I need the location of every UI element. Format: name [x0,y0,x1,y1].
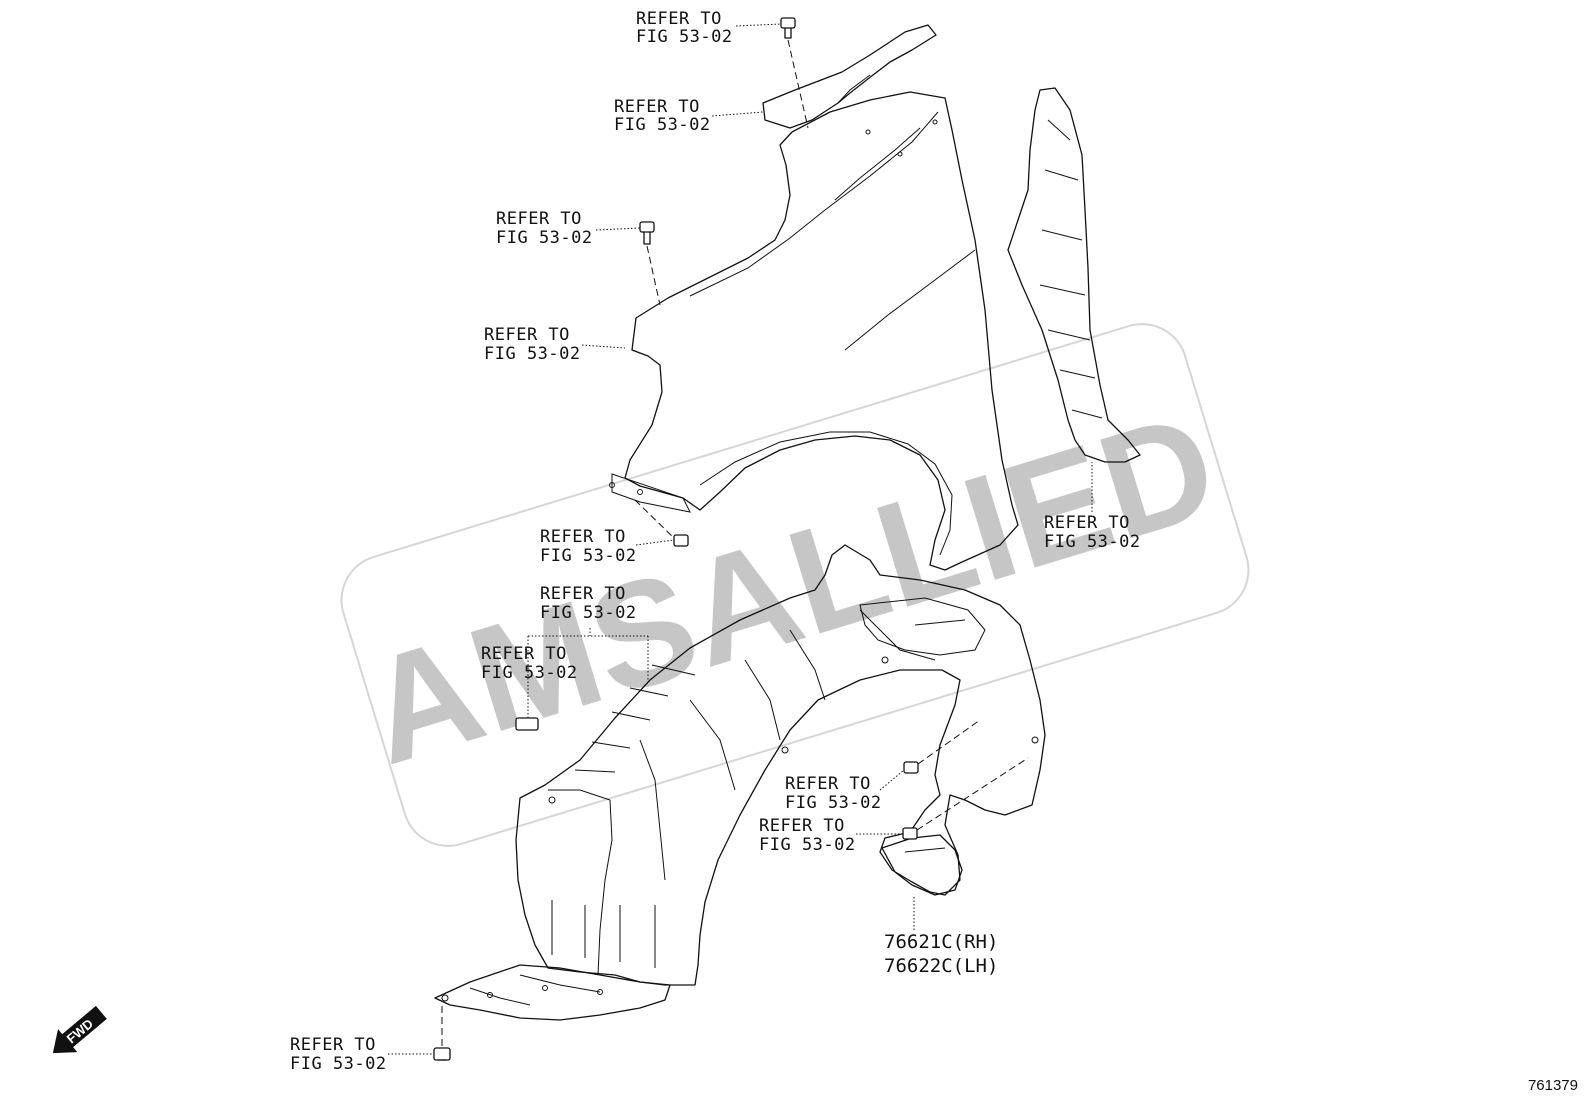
callout-4-line1: REFER TO [484,325,570,345]
figure-id: 761379 [1528,1077,1578,1094]
callout-5: REFER TO FIG 53-02 [540,527,637,566]
front-fender [609,91,1019,571]
callout-7: REFER TO FIG 53-02 [481,644,578,683]
fender-liner [515,544,1046,986]
bolt-mid [634,499,689,547]
leader-lines [388,23,1093,1055]
mud-guard [881,834,963,896]
callout-11-line2: FIG 53-02 [290,1054,387,1074]
bolt-top [780,17,809,129]
watermark-text: AMSALLIED [348,380,1234,796]
callout-2-line2: FIG 53-02 [614,115,711,135]
fender-top-bracket [762,24,937,129]
callout-9-line1: REFER TO [785,774,871,794]
callout-9-line2: FIG 53-02 [785,793,882,813]
fasteners [433,17,1029,1061]
callout-6-line2: FIG 53-02 [540,603,637,623]
callout-3-line2: FIG 53-02 [496,228,593,248]
callout-1-line2: FIG 53-02 [636,27,733,47]
callout-3-line1: REFER TO [496,209,582,229]
callout-9: REFER TO FIG 53-02 [785,774,882,813]
part-number-lh: 76622C(LH) [884,955,998,977]
fender-side-seal [1007,87,1141,463]
bolt-liner-1 [903,719,981,774]
callout-2: REFER TO FIG 53-02 [614,97,711,135]
lower-splash-shield [434,964,671,1021]
bolt-liner-2 [902,757,1029,840]
callout-8: REFER TO FIG 53-02 [1044,513,1141,552]
callout-8-line1: REFER TO [1044,513,1130,533]
callout-10-line1: REFER TO [759,816,845,836]
clip-left [515,717,539,731]
callout-4: REFER TO FIG 53-02 [484,325,581,364]
callout-2-line1: REFER TO [614,97,700,117]
bolt-upper-left [639,221,661,306]
callout-7-line2: FIG 53-02 [481,663,578,683]
part-number-block: 76621C(RH) 76622C(LH) [884,931,998,977]
bolt-bottom [433,1003,451,1061]
callout-1-line1: REFER TO [636,9,722,29]
callout-6-line1: REFER TO [540,584,626,604]
callout-7-line1: REFER TO [481,644,567,664]
part-number-rh: 76621C(RH) [884,931,998,953]
callout-8-line2: FIG 53-02 [1044,532,1141,552]
callout-11-line1: REFER TO [290,1035,376,1055]
callout-10-line2: FIG 53-02 [759,835,856,855]
callout-5-line2: FIG 53-02 [540,546,637,566]
callout-3: REFER TO FIG 53-02 [496,209,593,248]
callout-4-line2: FIG 53-02 [484,344,581,364]
callout-1: REFER TO FIG 53-02 [636,9,733,47]
callout-10: REFER TO FIG 53-02 [759,816,856,855]
fwd-arrow-icon: FWD [52,1005,107,1054]
callout-5-line1: REFER TO [540,527,626,547]
callout-6: REFER TO FIG 53-02 [540,584,637,623]
callout-11: REFER TO FIG 53-02 [290,1035,387,1074]
